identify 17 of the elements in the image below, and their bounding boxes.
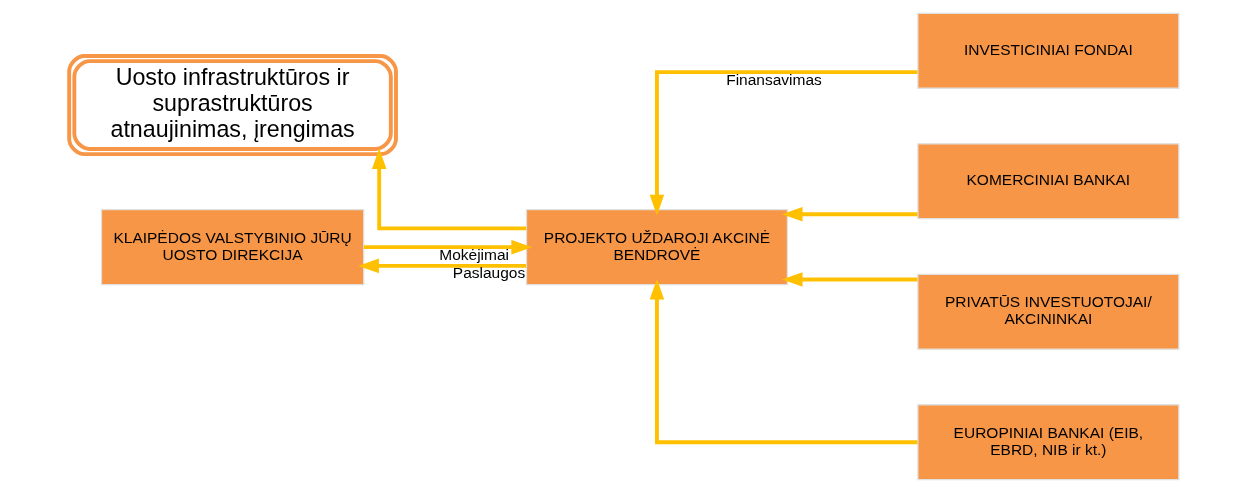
node-box: INVESTICINIAI FONDAI <box>917 12 1180 89</box>
node-box: PROJEKTO UŽDAROJI AKCINĖ BENDROVĖ <box>525 209 789 286</box>
arrow <box>781 206 918 222</box>
node-box: KOMERCINIAI BANKAI <box>917 143 1180 220</box>
edge-label: Paslaugos <box>452 264 526 282</box>
arrow <box>363 239 533 255</box>
node-box: Uosto infrastruktūros ir suprastruktūros atnaujinimas, įrengimas <box>67 54 398 157</box>
edge-label: Mokėjimai <box>439 245 510 263</box>
node-box: EUROPINIAI BANKAI (EIB, EBRD, NIB ir kt.) <box>917 404 1180 481</box>
arrow <box>649 70 918 216</box>
arrow <box>371 148 527 231</box>
edge-label: Finansavimas <box>726 70 822 88</box>
arrow <box>649 278 918 445</box>
node-box: PRIVATŪS INVESTUOTOJAI/ AKCININKAI <box>917 273 1180 350</box>
arrow <box>358 258 527 274</box>
arrow <box>781 272 918 287</box>
node-box: KLAIPĖDOS VALSTYBINIO JŪRŲ UOSTO DIREKCIJA <box>100 209 365 286</box>
